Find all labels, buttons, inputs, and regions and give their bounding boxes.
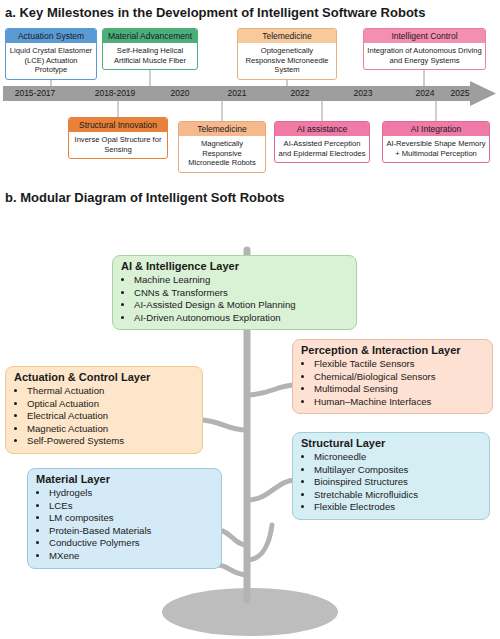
card-body-text: Magnetically Responsive Microneedle Robo…	[179, 136, 265, 172]
bullet-item: AI-Driven Autonomous Exploration	[134, 312, 348, 325]
card-header: Intelligent Control	[364, 29, 485, 43]
bullet-item: Microneedle	[314, 451, 481, 464]
bullet-item: LM composites	[49, 512, 213, 525]
bullet-item: CNNs & Transformers	[134, 287, 348, 300]
bullet-list: HydrogelsLCEsLM compositesProtein-Based …	[36, 487, 213, 563]
card-body-text: Self-Healing Helical Artificial Muscle F…	[103, 43, 197, 69]
layer-title: Structural Layer	[301, 437, 481, 450]
tree-branch	[247, 480, 296, 500]
bullet-list: MicroneedleMultilayer CompositesBioinspi…	[301, 451, 481, 514]
tree-branch	[247, 385, 296, 395]
milestone-card: AI assistanceAI-Assisted Perception and …	[274, 121, 370, 163]
tree-branch	[247, 525, 272, 560]
tree-branch	[218, 565, 247, 575]
bullet-list: Flexible Tactile SensorsChemical/Biologi…	[301, 358, 484, 408]
card-body-text: Optogenetically Responsive Microneedle S…	[238, 43, 336, 79]
layer-box: Structural LayerMicroneedleMultilayer Co…	[292, 432, 490, 520]
bullet-list: Thermal ActuationOptical ActuationElectr…	[14, 385, 194, 448]
year-label: 2015-2017	[5, 88, 65, 99]
year-label: 2024	[400, 88, 450, 99]
year-label: 2022	[275, 88, 325, 99]
bullet-item: Multilayer Composites	[314, 464, 481, 477]
card-body-text: AI-Reversible Shape Memory + Multimodal …	[383, 136, 489, 162]
card-body-text: AI-Assisted Perception and Epidermal Ele…	[275, 136, 369, 162]
year-label: 2023	[338, 88, 388, 99]
layer-box: AI & Intelligence LayerMachine LearningC…	[112, 255, 357, 330]
milestone-card: TelemedicineOptogenetically Responsive M…	[237, 28, 337, 80]
milestone-card: AI IntegrationAI-Reversible Shape Memory…	[382, 121, 490, 163]
layer-box: Actuation & Control LayerThermal Actuati…	[5, 366, 203, 454]
bullet-item: Protein-Based Materials	[49, 525, 213, 538]
year-label: 2025	[437, 88, 483, 99]
milestone-card: Actuation SystemLiquid Crystal Elastomer…	[5, 28, 97, 80]
bullet-item: Flexible Electrodes	[314, 501, 481, 514]
layer-box: Perception & Interaction LayerFlexible T…	[292, 339, 493, 414]
bullet-item: Electrical Actuation	[27, 410, 194, 423]
card-body-text: Inverse Opal Structure for Sensing	[69, 132, 167, 158]
tree-branch	[218, 530, 247, 545]
bullet-item: Chemical/Biological Sensors	[314, 371, 484, 384]
card-body-text: Integration of Autonomous Driving and En…	[364, 43, 485, 69]
bullet-item: LCEs	[49, 500, 213, 513]
timeline-arrow	[3, 81, 496, 106]
section-title: b. Modular Diagram of Intelligent Soft R…	[5, 190, 495, 205]
year-label: 2018-2019	[85, 88, 145, 99]
milestone-card: Structural InnovationInverse Opal Struct…	[68, 117, 168, 159]
layer-title: Actuation & Control Layer	[14, 371, 194, 384]
bullet-item: Hydrogels	[49, 487, 213, 500]
bullet-item: AI-Assisted Design & Motion Planning	[134, 299, 348, 312]
bullet-item: MXene	[49, 550, 213, 563]
bullet-item: Optical Actuation	[27, 398, 194, 411]
section-title: a. Key Milestones in the Development of …	[5, 5, 495, 20]
bullet-item: Stretchable Microfluidics	[314, 489, 481, 502]
card-header: Telemedicine	[179, 122, 265, 136]
card-header: Telemedicine	[238, 29, 336, 43]
layer-title: Perception & Interaction Layer	[301, 344, 484, 357]
card-header: Actuation System	[6, 29, 96, 43]
bullet-item: Thermal Actuation	[27, 385, 194, 398]
card-header: Material Advancement	[103, 29, 197, 43]
milestone-card: Material AdvancementSelf-Healing Helical…	[102, 28, 198, 70]
card-header: Structural Innovation	[69, 118, 167, 132]
bullet-item: Human–Machine Interfaces	[314, 396, 484, 409]
bullet-item: Conductive Polymers	[49, 537, 213, 550]
tree-branch	[200, 420, 247, 430]
card-header: AI assistance	[275, 122, 369, 136]
milestone-card: TelemedicineMagnetically Responsive Micr…	[178, 121, 266, 173]
year-label: 2020	[155, 88, 205, 99]
bullet-item: Self-Powered Systems	[27, 435, 194, 448]
bullet-item: Multimodal Sensing	[314, 383, 484, 396]
layer-box: Material LayerHydrogelsLCEsLM composites…	[27, 468, 222, 569]
bullet-item: Machine Learning	[134, 274, 348, 287]
milestone-card: Intelligent ControlIntegration of Autono…	[363, 28, 486, 70]
card-body-text: Liquid Crystal Elastomer (LCE) Actuation…	[6, 43, 96, 79]
layer-title: AI & Intelligence Layer	[121, 260, 348, 273]
bullet-item: Magnetic Actuation	[27, 423, 194, 436]
bullet-item: Bioinspired Structures	[314, 476, 481, 489]
bullet-list: Machine LearningCNNs & TransformersAI-As…	[121, 274, 348, 324]
card-header: AI Integration	[383, 122, 489, 136]
year-label: 2021	[212, 88, 262, 99]
bullet-item: Flexible Tactile Sensors	[314, 358, 484, 371]
layer-title: Material Layer	[36, 473, 213, 486]
